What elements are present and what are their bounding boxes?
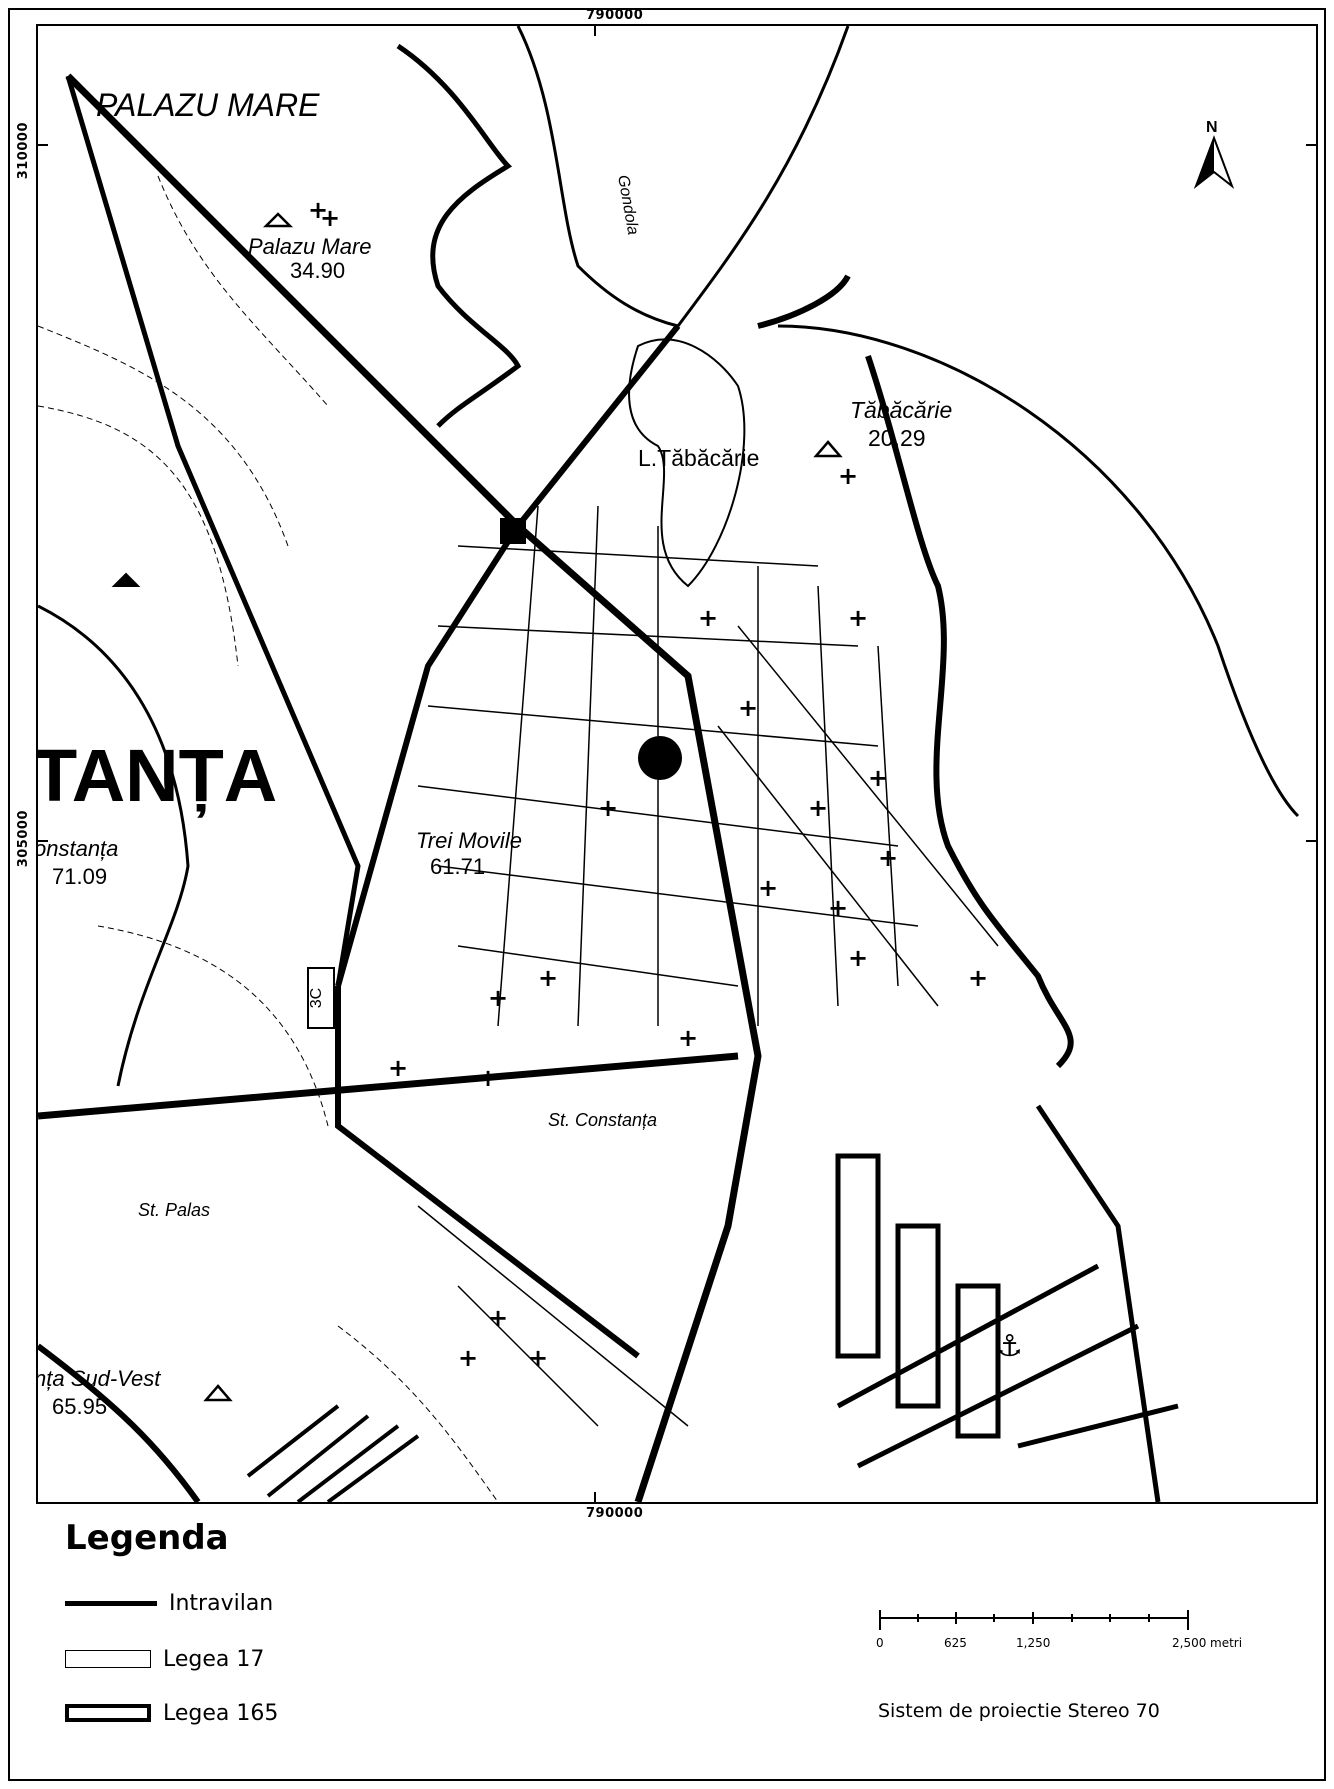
coastline-cliff	[757, 274, 851, 329]
svg-text:+: +	[598, 794, 618, 822]
projection-note: Sistem de proiectie Stereo 70	[878, 1700, 1160, 1722]
label-gondola: Gondola	[614, 174, 641, 237]
scale-tick-2500: 2,500	[1172, 1636, 1207, 1650]
legend-item-intravilan: Intravilan	[65, 1590, 273, 1616]
svg-text:+: +	[528, 1344, 548, 1372]
legend-thin-box-symbol	[65, 1650, 151, 1668]
road-3c	[65, 75, 361, 987]
coastline-north	[516, 26, 850, 328]
svg-text:+: +	[308, 196, 328, 224]
label-palazu-mare-elev: 34.90	[290, 258, 345, 283]
svg-text:+: +	[968, 964, 988, 992]
road-3c-label: 3C	[308, 988, 325, 1008]
coastline-east	[777, 324, 1300, 818]
svg-text:+: +	[488, 1304, 508, 1332]
lake-tabacarie	[628, 338, 746, 588]
svg-text:+: +	[758, 874, 778, 902]
legend-label: Intravilan	[169, 1590, 274, 1616]
label-tabacarie: Tăbăcărie	[850, 397, 952, 423]
scale-tick-0: 0	[876, 1636, 884, 1650]
svg-text:+: +	[478, 1064, 498, 1092]
label-tabacarie-elev: 20.29	[868, 425, 926, 451]
svg-text:+: +	[848, 944, 868, 972]
svg-text:+: +	[458, 1344, 478, 1372]
scale-bar	[879, 1610, 1189, 1630]
label-trei-movile: Trei Movile	[416, 828, 522, 853]
svg-text:+: +	[838, 462, 858, 490]
svg-text:+: +	[488, 984, 508, 1012]
coord-y-lower-left: 305000	[16, 810, 31, 868]
legend-label: Legea 165	[163, 1700, 279, 1726]
svg-text:+: +	[848, 604, 868, 632]
svg-text:+: +	[320, 204, 340, 232]
label-sud-vest-elev: 65.95	[52, 1394, 107, 1419]
svg-text:+: +	[868, 764, 888, 792]
intravilan-boundary-c	[335, 986, 640, 1359]
map-frame: ⚓ ++ +++ +++ +++ +++ +++ +++ ++ 3C PALAZ…	[36, 24, 1318, 1504]
intravilan-boundary-b	[335, 324, 681, 987]
coord-x-bottom: 790000	[586, 1506, 644, 1521]
label-sud-vest: nța Sud-Vest	[38, 1366, 161, 1391]
svg-text:+: +	[388, 1054, 408, 1082]
scale-tick-1250: 1,250	[1016, 1636, 1051, 1650]
intravilan-rail-line	[38, 1052, 739, 1120]
svg-text:⚓: ⚓	[996, 1329, 1023, 1364]
scale-tick-625: 625	[944, 1636, 967, 1650]
label-trei-movile-elev: 61.71	[430, 854, 485, 879]
svg-text:+: +	[828, 894, 848, 922]
north-label: N	[1206, 119, 1218, 136]
label-lake-tabacarie: L.Tăbăcărie	[638, 445, 759, 471]
label-constanta: onstanța	[38, 836, 118, 861]
scale-unit: metri	[1210, 1636, 1243, 1650]
legend-title: Legenda	[65, 1518, 229, 1558]
shoreline	[865, 355, 1074, 1069]
label-constanta-elev: 71.09	[52, 864, 107, 889]
svg-text:+: +	[538, 964, 558, 992]
map-sheet: 790000 790000 310000 305000 310000 30500…	[8, 8, 1326, 1781]
svg-text:+: +	[878, 844, 898, 872]
legend-label: Legea 17	[163, 1646, 265, 1672]
svg-text:+: +	[808, 794, 828, 822]
lake-siutghiol-shore	[396, 43, 522, 428]
svg-text:+: +	[678, 1024, 698, 1052]
label-st-palas: St. Palas	[138, 1200, 210, 1220]
label-palazu-mare-big: PALAZU MARE	[96, 87, 320, 123]
legend-item-legea-165: Legea 165	[65, 1700, 278, 1726]
label-palazu-mare: Palazu Mare	[248, 234, 372, 259]
legend-thick-box-symbol	[65, 1704, 151, 1722]
legend-item-legea-17: Legea 17	[65, 1646, 264, 1672]
svg-text:+: +	[738, 694, 758, 722]
map-canvas: ⚓ ++ +++ +++ +++ +++ +++ +++ ++ 3C PALAZ…	[38, 26, 1300, 1502]
legend-thick-line-symbol	[65, 1600, 157, 1606]
coord-x-top: 790000	[586, 8, 644, 23]
coord-y-upper-left: 310000	[16, 122, 31, 180]
label-constanta-big: TANȚA	[38, 734, 277, 818]
svg-text:+: +	[698, 604, 718, 632]
label-st-constanta: St. Constanța	[548, 1110, 657, 1130]
intravilan-boundary-a	[65, 73, 762, 1502]
